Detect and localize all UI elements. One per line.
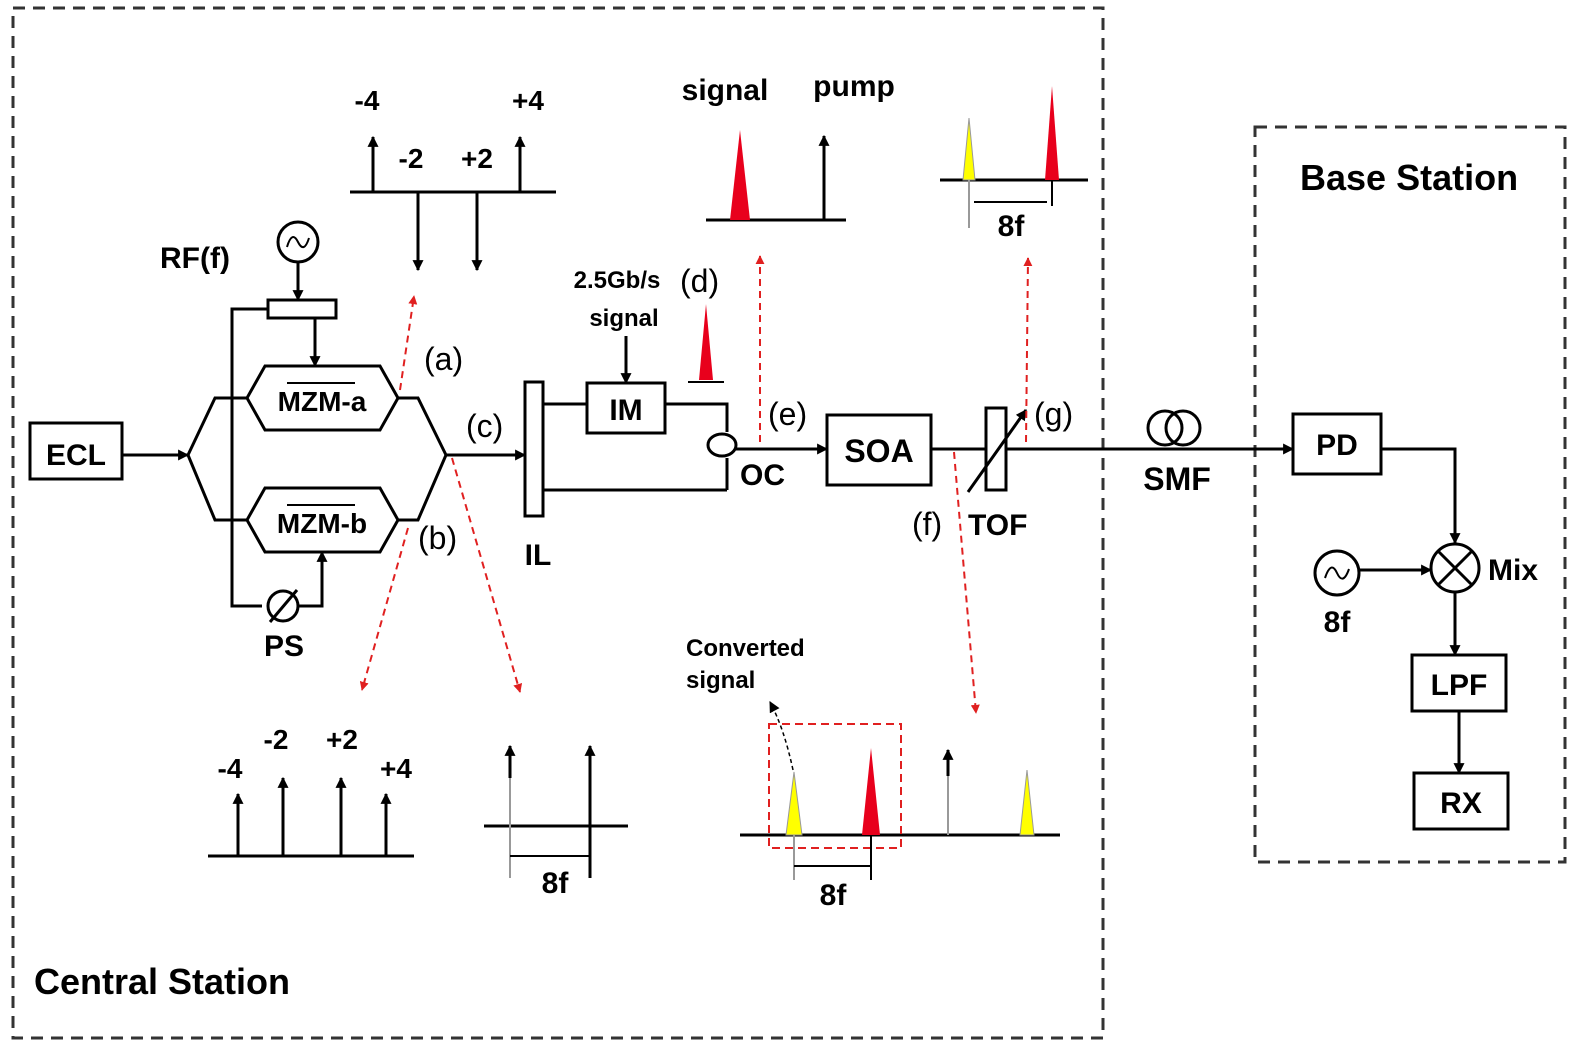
lo-freq-label: 8f (1324, 606, 1352, 639)
soa-label: SOA (844, 433, 913, 469)
photodetector (1291, 412, 1383, 476)
spectrum-a: -4 -2 +2 +4 (350, 85, 556, 272)
point-f-label: (f) (912, 506, 942, 542)
im-label: IM (609, 394, 642, 427)
probe-arrow-c (451, 457, 523, 693)
local-oscillator (1313, 549, 1361, 597)
spectrum-g-signal-peak (1045, 86, 1059, 180)
spectrum-e-pump-label: pump (813, 70, 895, 103)
spectrum-e-signal-peak (730, 130, 750, 220)
optical-coupler (706, 432, 738, 458)
oc-label: OC (740, 459, 785, 492)
data-signal-line2: signal (589, 305, 658, 332)
sine-icon (286, 236, 310, 249)
pd-label: PD (1316, 429, 1358, 462)
parallel-mzm: MZM-a MZM-b (186, 364, 448, 554)
point-d-label: (d) (680, 263, 719, 299)
central-station-region (11, 6, 1105, 1040)
spectrum-d-peak (699, 304, 713, 380)
ecl-label: ECL (46, 439, 106, 472)
mzm-b (245, 486, 400, 554)
spectrum-b: -4 -2 +2 +4 (208, 724, 414, 858)
spectrum-e: signal pump (682, 70, 895, 222)
spectrum-g-spacing: 8f (998, 210, 1026, 243)
spectrum-a-m2: -2 (399, 143, 424, 174)
il-label: IL (525, 539, 552, 572)
base-station-label: Base Station (1300, 157, 1518, 198)
spectrum-b-p4: +4 (380, 753, 412, 784)
rf-splitter (266, 298, 338, 320)
interleaver (523, 380, 545, 518)
converted-pointer (769, 701, 794, 771)
spectrum-a-m4: -4 (355, 85, 380, 116)
point-g-label: (g) (1034, 396, 1073, 432)
mzm-a-label: MZM-a (278, 386, 367, 417)
rf-label: RF(f) (160, 242, 230, 275)
spectrum-f-signal-peak (862, 748, 880, 835)
rf-source: RF(f) (160, 220, 320, 275)
spectrum-b-p2: +2 (326, 724, 358, 755)
point-b-label: (b) (418, 520, 457, 556)
tof-label: TOF (968, 509, 1027, 542)
spectrum-g-converted-peak (962, 117, 976, 181)
probe-arrow-g (1023, 257, 1033, 443)
mix-label: Mix (1488, 554, 1538, 587)
spectrum-f: 8f Converted signal (686, 635, 1060, 912)
receiver (1412, 771, 1510, 831)
probe-arrow-a (399, 295, 418, 391)
spectrum-f-spacing: 8f (820, 879, 848, 912)
point-a-label: (a) (424, 341, 463, 377)
smf-label: SMF (1143, 461, 1211, 497)
central-station-label: Central Station (34, 961, 290, 1002)
lo-sine-icon (1324, 566, 1350, 580)
tunable-optical-filter (984, 406, 1008, 492)
ps-label: PS (264, 630, 304, 663)
mzm-a (245, 364, 400, 432)
spectrum-b-m2: -2 (264, 724, 289, 755)
spectrum-g: 8f (940, 86, 1088, 243)
point-e-label: (e) (768, 396, 807, 432)
mixer (1429, 542, 1481, 594)
data-signal-line1: 2.5Gb/s (574, 267, 661, 294)
spectrum-a-p4: +4 (512, 85, 544, 116)
spectrum-c-spacing: 8f (542, 867, 570, 900)
spectrum-f-converted-peak-2 (1019, 769, 1035, 836)
spectrum-a-p2: +2 (461, 143, 493, 174)
probe-arrow-f (953, 451, 980, 714)
probe-arrows (359, 255, 1033, 714)
spectrum-b-m4: -4 (218, 753, 243, 784)
soa (825, 413, 933, 487)
probe-arrow-b (359, 527, 409, 691)
converted-label-line2: signal (686, 667, 755, 694)
base-station-region (1253, 125, 1567, 864)
point-c-label: (c) (466, 408, 503, 444)
rx-label: RX (1440, 787, 1482, 820)
spectrum-e-signal-label: signal (682, 74, 769, 107)
intensity-modulator (585, 381, 667, 435)
ecl-laser: ECL (28, 421, 124, 481)
lpf-label: LPF (1431, 669, 1488, 702)
converted-label-line1: Converted (686, 635, 805, 662)
fiber-spool-icon (1146, 409, 1202, 447)
spectrum-c: 8f (484, 744, 628, 900)
mzm-b-label: MZM-b (277, 508, 367, 539)
phase-shifter-slash (268, 589, 299, 623)
spectrum-f-highlight-box (768, 723, 902, 849)
spectrum-f-converted-peak-1 (785, 771, 803, 836)
